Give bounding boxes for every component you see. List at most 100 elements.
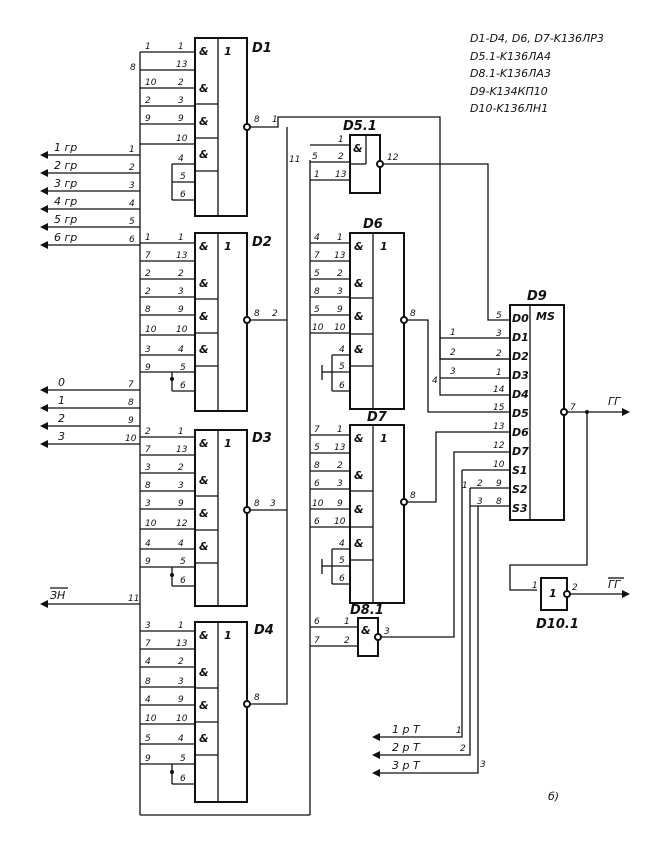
pin-number: 5: [339, 362, 345, 372]
pin-number: 5: [180, 172, 186, 182]
mux-input-label: D0: [512, 312, 529, 325]
chip-label-d7: D7: [367, 410, 388, 425]
signal-label: 1 гр: [54, 141, 77, 154]
pin-number: 7: [314, 425, 320, 435]
and-symbol: &: [199, 115, 209, 128]
chip-label-d2: D2: [252, 235, 272, 250]
pin-number: 13: [176, 639, 188, 649]
mux-input-label: D4: [512, 388, 529, 401]
and-symbol: &: [199, 240, 209, 253]
pin-number: 1: [145, 233, 151, 243]
pin-number: 6: [180, 774, 186, 784]
mux-input-label: D6: [512, 426, 529, 439]
pin-number: 1: [337, 233, 343, 243]
pin-number: 5: [339, 556, 345, 566]
pin-number: 9: [145, 114, 151, 124]
and-symbol: &: [199, 437, 209, 450]
pin-number: 5: [180, 557, 186, 567]
inverting-output: [374, 633, 382, 641]
pin-number: 9: [337, 305, 343, 315]
and-symbol: &: [361, 624, 371, 637]
pin-number: 3: [496, 329, 502, 339]
pin-number: 6: [180, 190, 186, 200]
or-symbol: 1: [224, 437, 232, 450]
and-symbol: &: [354, 240, 364, 253]
inverting-output: [243, 123, 251, 131]
pin-number: 1: [178, 42, 184, 52]
pin-number: 2: [344, 636, 350, 646]
pin-number: 3: [178, 96, 184, 106]
pin-number: 4: [145, 695, 151, 705]
pin-number: 6: [129, 235, 135, 245]
chip-label-d5-1: D5.1: [343, 119, 377, 134]
or-symbol: 1: [380, 240, 388, 253]
pin-number: 9: [145, 754, 151, 764]
pin-number: 10: [176, 134, 188, 144]
and-symbol: &: [354, 537, 364, 550]
and-symbol: &: [199, 310, 209, 323]
pin-number: 6: [180, 381, 186, 391]
pin-number: 6: [314, 617, 320, 627]
chip-d9: D9 MS D0 D1 D2 D3 D4 D5 D6 D7 S1 S2 S3 5…: [432, 289, 630, 591]
inverting-output: [563, 590, 571, 598]
and-symbol: &: [199, 148, 209, 161]
and-symbol: &: [199, 45, 209, 58]
pin-number: 2: [145, 96, 151, 106]
pin-number: 2: [145, 427, 151, 437]
output-gg: ГГ: [608, 395, 621, 408]
pin-number: 4: [145, 657, 151, 667]
pin-number: 9: [145, 363, 151, 373]
pin-number: 8: [254, 115, 260, 125]
pin-number: 3: [477, 497, 483, 507]
or-symbol: 1: [380, 432, 388, 445]
pin-number: 4: [339, 539, 345, 549]
pin-number: 2: [178, 78, 184, 88]
pin-number: 2: [477, 479, 483, 489]
pin-number: 10: [145, 714, 157, 724]
and-symbol: &: [199, 343, 209, 356]
or-symbol: 1: [224, 629, 232, 642]
mux-input-label: D3: [512, 369, 529, 382]
chip-d3: & & & & 1 D3 2 7 3 8 3 10 4 9 1 13 2 3 9…: [140, 427, 276, 607]
pin-number: 5: [314, 269, 320, 279]
pin-number: 13: [176, 60, 188, 70]
pin-number: 1: [178, 621, 184, 631]
pin-number: 13: [176, 251, 188, 261]
and-symbol: &: [354, 469, 364, 482]
or-symbol: 1: [224, 240, 232, 253]
and-symbol: &: [199, 732, 209, 745]
and-symbol: &: [199, 507, 209, 520]
pin-number: 3: [337, 287, 343, 297]
pin-number: 1: [178, 427, 184, 437]
pin-number: 10: [125, 434, 137, 444]
signal-label: 6 гр: [54, 231, 77, 244]
pin-number: 3: [145, 345, 151, 355]
pin-number: 4: [178, 345, 184, 355]
pin-number: 8: [145, 677, 151, 687]
signal-label: 5 гр: [54, 213, 77, 226]
chip-label-d10-1: D10.1: [536, 617, 579, 632]
pin-number: 10: [145, 325, 157, 335]
pin-number: 2: [337, 461, 343, 471]
pin-number: 7: [314, 636, 320, 646]
pin-number: 3: [145, 499, 151, 509]
pin-number: 1: [462, 481, 468, 491]
pin-number: 4: [314, 233, 320, 243]
pin-number: 8: [145, 481, 151, 491]
and-symbol: &: [199, 277, 209, 290]
and-symbol: &: [199, 666, 209, 679]
component-note: D1-D4, D6, D7-K136ЛР3: [470, 32, 604, 45]
pin-number: 3: [145, 463, 151, 473]
inverting-output: [243, 700, 251, 708]
pin-number: 10: [312, 499, 324, 509]
pin-number: 9: [178, 114, 184, 124]
pin-number: 9: [178, 499, 184, 509]
pin-number: 6: [314, 517, 320, 527]
chip-label-d3: D3: [252, 431, 272, 446]
mux-select-label: S3: [512, 502, 528, 515]
pin-number: 13: [493, 422, 505, 432]
data-signals: 0 1 2 3 7 8 9 10: [40, 376, 140, 448]
pin-number: 3: [337, 479, 343, 489]
pin-number: 8: [496, 497, 502, 507]
